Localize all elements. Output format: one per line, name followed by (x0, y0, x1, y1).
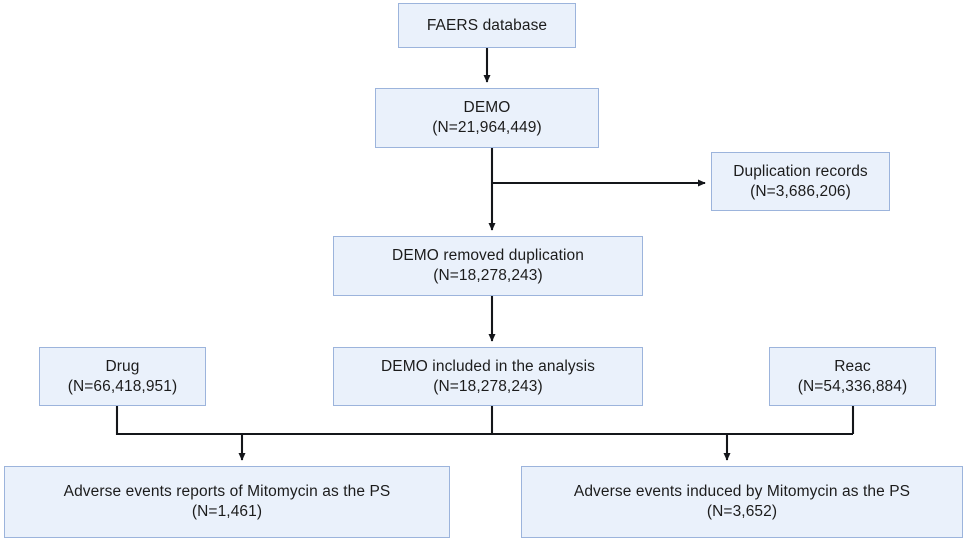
node-count: (N=18,278,243) (433, 267, 543, 284)
node-count: (N=3,686,206) (750, 182, 851, 200)
node-count: (N=21,964,449) (432, 119, 542, 136)
node-label: DEMO (463, 99, 511, 117)
node-reac[interactable]: Reac (N=54,336,884) (769, 347, 936, 406)
node-count: (N=3,652) (706, 503, 778, 520)
node-label: DEMO included in the analysis (381, 357, 595, 375)
node-adverse-events-reports[interactable]: Adverse events reports of Mitomycin as t… (4, 466, 450, 538)
node-count: (N=1,461) (191, 503, 263, 520)
node-count: (N=54,336,884) (797, 377, 908, 395)
node-adverse-events-induced[interactable]: Adverse events induced by Mitomycin as t… (521, 466, 963, 538)
node-label: Reac (834, 357, 871, 375)
node-demo[interactable]: DEMO (N=21,964,449) (375, 88, 599, 148)
node-label: FAERS database (426, 16, 548, 34)
node-label: Drug (105, 357, 140, 375)
node-label: Duplication records (733, 162, 868, 180)
node-count: (N=18,278,243) (433, 377, 543, 395)
node-demo-removed-duplication[interactable]: DEMO removed duplication (N=18,278,243) (333, 236, 643, 296)
node-label: Adverse events induced by Mitomycin as t… (573, 483, 911, 501)
node-drug[interactable]: Drug (N=66,418,951) (39, 347, 206, 406)
node-duplication-records[interactable]: Duplication records (N=3,686,206) (711, 152, 890, 211)
node-label: DEMO removed duplication (392, 247, 584, 265)
node-demo-included-in-analysis[interactable]: DEMO included in the analysis (N=18,278,… (333, 347, 643, 406)
node-label: Adverse events reports of Mitomycin as t… (63, 483, 391, 501)
edge-drug-to-bus (115, 406, 853, 436)
node-count: (N=66,418,951) (67, 377, 178, 395)
node-faers-database[interactable]: FAERS database (398, 3, 576, 48)
